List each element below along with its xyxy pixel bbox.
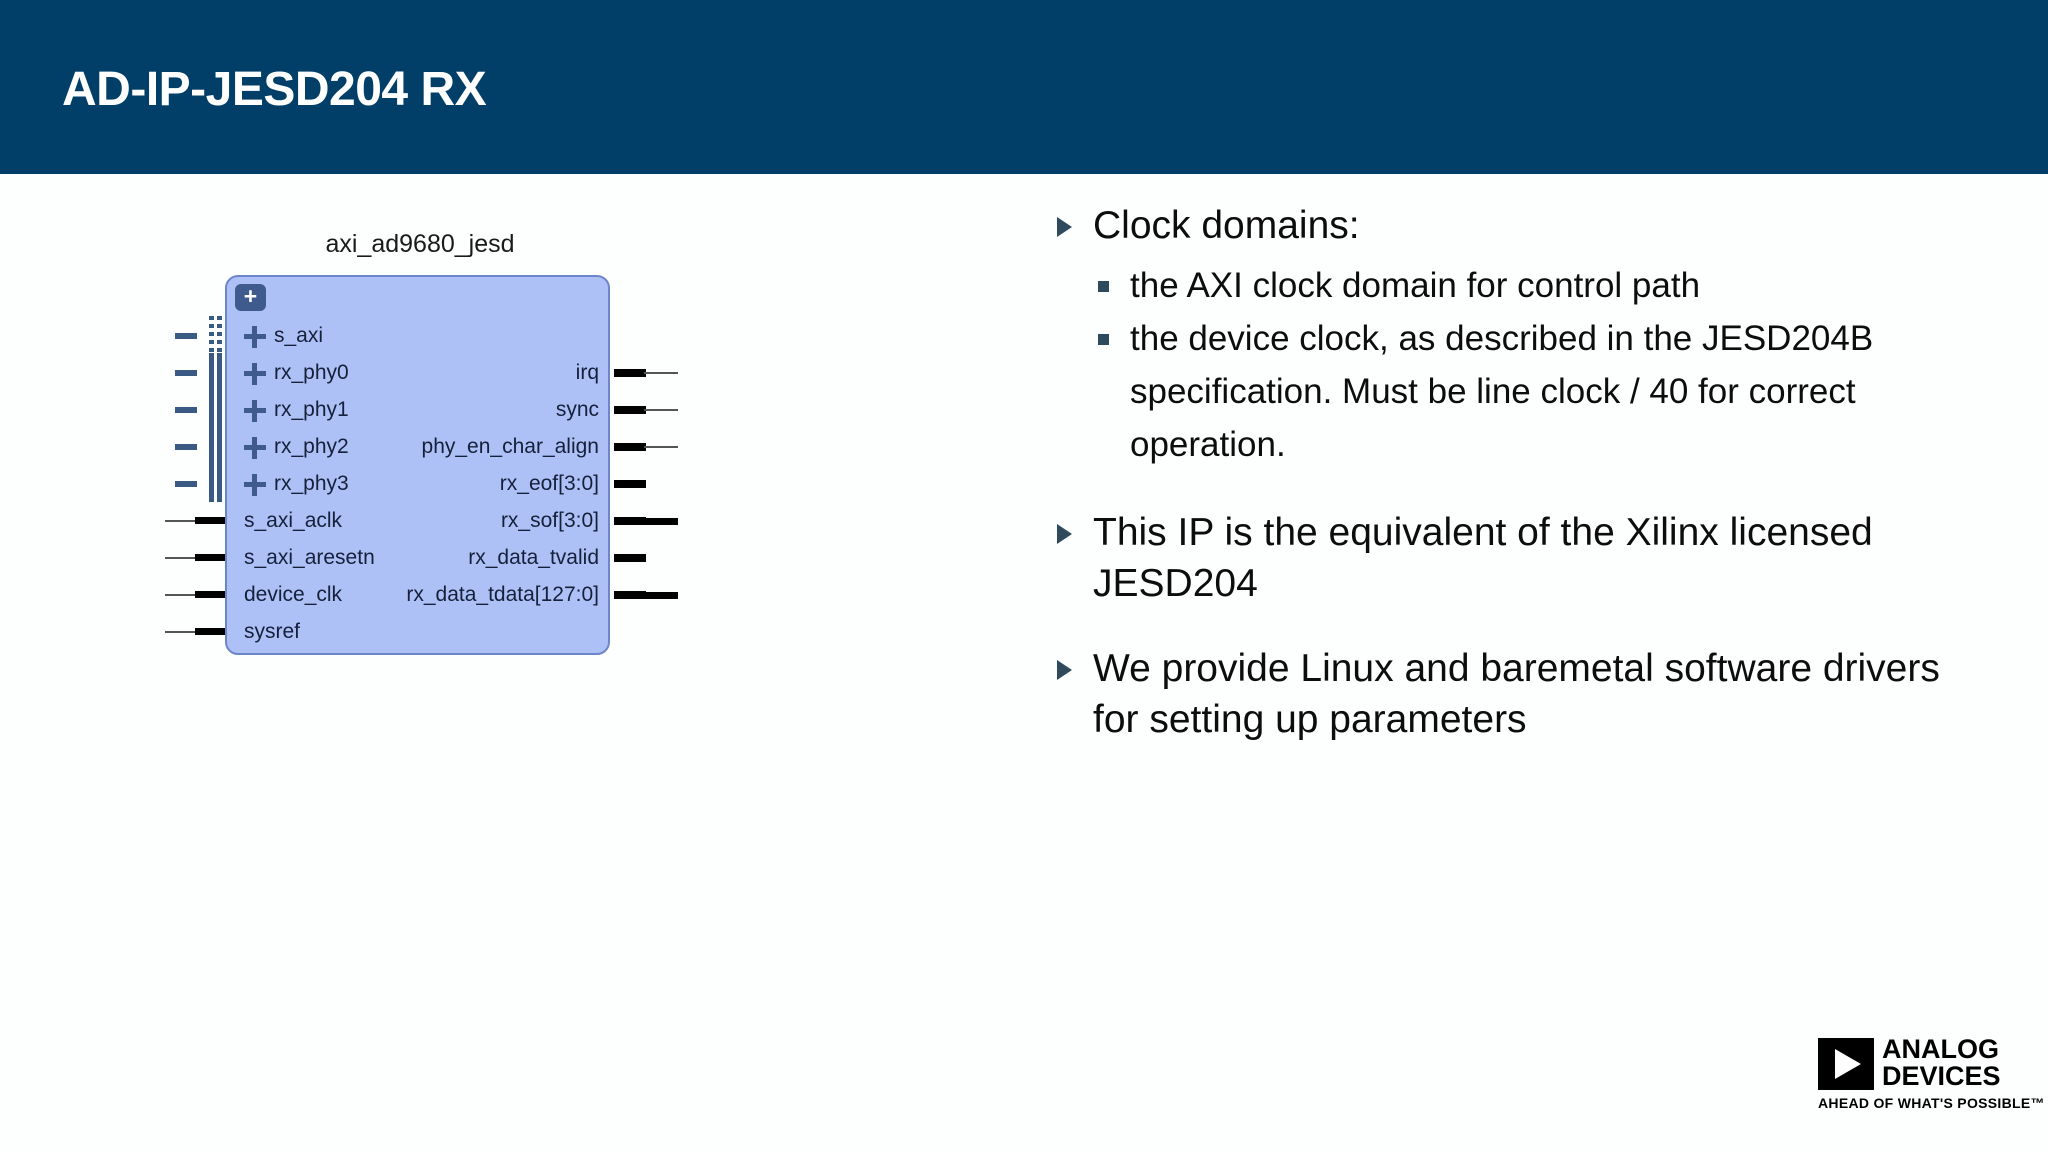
output-wire-icon <box>644 446 678 448</box>
output-pin-icon <box>614 369 646 377</box>
bus-connector-icon <box>203 464 225 502</box>
output-wire-icon <box>644 518 678 525</box>
bus-connector-icon <box>203 427 225 465</box>
play-triangle-icon <box>1818 1038 1874 1090</box>
port-label: rx_phy2 <box>274 435 349 458</box>
bullet-text: This IP is the equivalent of the Xilinx … <box>1093 511 1873 605</box>
port-label: irq <box>575 361 599 384</box>
input-wire-icon <box>165 557 199 559</box>
triangle-bullet-icon <box>1057 524 1072 544</box>
output-pin-icon <box>614 443 646 451</box>
port-row-rx_phy0[interactable]: rx_phy0 irq <box>175 353 678 391</box>
bullet-list: Clock domains: the AXI clock domain for … <box>1055 200 1985 753</box>
square-bullet-icon <box>1098 281 1109 292</box>
port-stub-icon <box>175 407 197 413</box>
port-label: rx_phy0 <box>274 361 349 384</box>
port-label: rx_eof[3:0] <box>499 472 599 495</box>
bullet-text: Clock domains: <box>1093 204 1360 247</box>
page-title: AD-IP-JESD204 RX <box>62 63 487 116</box>
port-row-rx_phy1[interactable]: rx_phy1 sync <box>175 390 678 428</box>
ip-core-block[interactable]: + s_axi rx_phy0 irq rx_phy1 sync <box>165 275 678 655</box>
port-label: rx_data_tvalid <box>468 546 599 569</box>
port-row-rx_phy2[interactable]: rx_phy2 phy_en_char_align <box>175 427 678 465</box>
triangle-bullet-icon <box>1057 217 1072 237</box>
output-wire-icon <box>644 409 678 411</box>
output-pin-icon <box>614 480 646 488</box>
triangle-bullet-icon <box>1057 660 1072 680</box>
port-label: rx_data_tdata[127:0] <box>406 583 599 606</box>
logo-wordmark-line1: ANALOG <box>1882 1034 1999 1064</box>
expand-port-icon[interactable] <box>244 326 266 348</box>
bullet-sublist: the AXI clock domain for control path th… <box>1055 259 1985 471</box>
port-stub-icon <box>175 333 197 339</box>
bus-connector-icon <box>203 353 225 391</box>
logo-tagline: AHEAD OF WHAT'S POSSIBLE™ <box>1818 1095 2045 1111</box>
port-label: s_axi_aclk <box>244 509 343 532</box>
input-wire-icon <box>165 520 199 522</box>
bullet-level2: the device clock, as described in the JE… <box>1092 312 1985 471</box>
bullet-level1: Clock domains: <box>1055 200 1985 251</box>
bullet-level1: We provide Linux and baremetal software … <box>1055 643 1985 745</box>
bullet-level1: This IP is the equivalent of the Xilinx … <box>1055 507 1985 609</box>
square-bullet-icon <box>1098 334 1109 345</box>
port-row-s_axi_aresetn[interactable]: s_axi_aresetn rx_data_tvalid <box>165 539 646 575</box>
port-row-s_axi_aclk[interactable]: s_axi_aclk rx_sof[3:0] <box>165 502 678 538</box>
port-row-sysref[interactable]: sysref <box>165 613 612 649</box>
bullet-text: We provide Linux and baremetal software … <box>1093 647 1940 741</box>
port-label: sysref <box>244 620 301 643</box>
bus-connector-icon <box>203 390 225 428</box>
port-label: sync <box>555 398 599 421</box>
output-pin-icon <box>614 517 646 525</box>
block-name-label: axi_ad9680_jesd <box>325 230 515 258</box>
expand-port-icon[interactable] <box>244 400 266 422</box>
expand-port-icon[interactable] <box>244 363 266 385</box>
output-pin-icon <box>614 406 646 414</box>
port-stub-icon <box>175 444 197 450</box>
port-stub-icon <box>175 481 197 487</box>
input-pin-icon <box>195 554 225 561</box>
spacer <box>1055 617 1985 643</box>
bullet-level2: the AXI clock domain for control path <box>1092 259 1985 312</box>
analog-devices-logo: ANALOG DEVICES AHEAD OF WHAT'S POSSIBLE™ <box>1818 1036 2044 1116</box>
expand-all-button[interactable]: + <box>235 284 266 311</box>
input-wire-icon <box>165 594 199 596</box>
port-label: rx_phy3 <box>274 472 349 495</box>
output-pin-icon <box>614 554 646 562</box>
port-label: device_clk <box>244 583 343 606</box>
logo-wordmark-line2: DEVICES <box>1882 1061 2001 1091</box>
output-wire-icon <box>644 372 678 374</box>
output-wire-icon <box>644 592 678 599</box>
port-label: phy_en_char_align <box>421 435 599 458</box>
bullet-text: the device clock, as described in the JE… <box>1130 319 1874 464</box>
slide-header-bar <box>0 0 2048 174</box>
port-label: s_axi <box>274 324 324 347</box>
port-label: rx_sof[3:0] <box>500 509 599 532</box>
bus-connector-icon <box>203 316 225 354</box>
port-stub-icon <box>175 370 197 376</box>
expand-port-icon[interactable] <box>244 474 266 496</box>
logo-wordmark: ANALOG DEVICES <box>1882 1036 2001 1090</box>
input-pin-icon <box>195 517 225 524</box>
input-pin-icon <box>195 591 225 598</box>
output-pin-icon <box>614 591 646 599</box>
port-label: rx_phy1 <box>274 398 349 421</box>
input-pin-icon <box>195 628 225 635</box>
port-row-device_clk[interactable]: device_clk rx_data_tdata[127:0] <box>165 576 678 612</box>
port-row-rx_phy3[interactable]: rx_phy3 rx_eof[3:0] <box>175 464 646 502</box>
input-wire-icon <box>165 631 199 633</box>
bullet-text: the AXI clock domain for control path <box>1130 266 1701 305</box>
port-row-s_axi[interactable]: s_axi <box>175 316 612 354</box>
expand-port-icon[interactable] <box>244 437 266 459</box>
port-label: s_axi_aresetn <box>244 546 375 569</box>
spacer <box>1055 481 1985 507</box>
ip-block-diagram: axi_ad9680_jesd + s_axi rx_phy0 irq rx_p… <box>150 230 870 710</box>
